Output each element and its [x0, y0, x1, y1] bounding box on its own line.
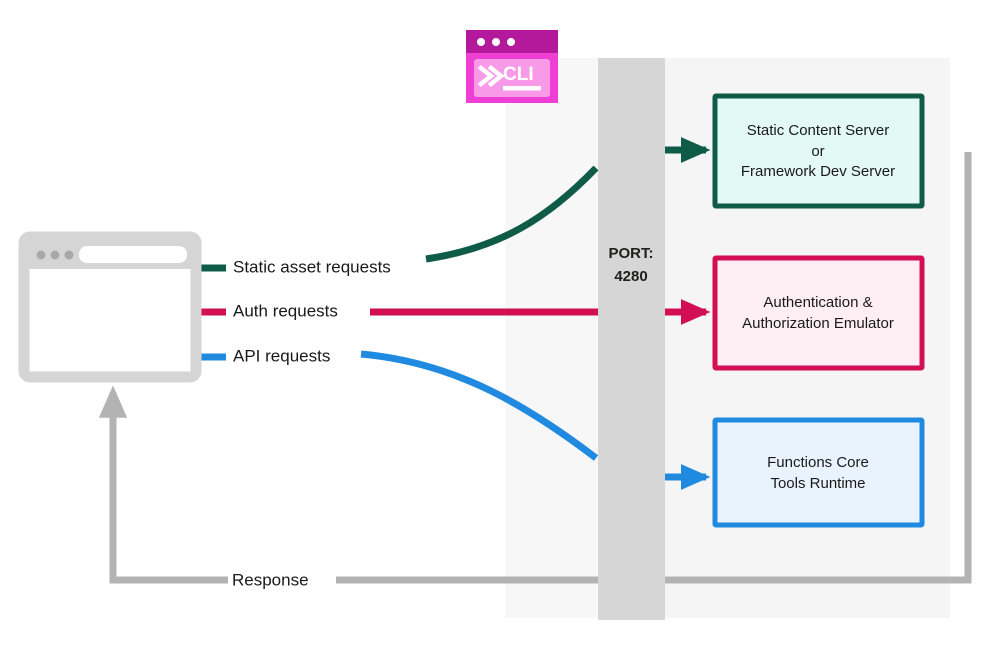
browser-dot-2 [50, 250, 60, 260]
node-return-stubs [922, 145, 972, 475]
functions-runtime-box[interactable] [712, 417, 925, 528]
static-content-server-line-2: or [811, 143, 824, 160]
static-content-server-box[interactable] [712, 93, 925, 209]
functions-runtime-line-1: Functions Core [767, 454, 869, 471]
port-bar [598, 58, 665, 620]
cli-icon-label: CLI [503, 64, 534, 85]
response-label-mask [228, 569, 336, 591]
browser-dot-1 [36, 250, 46, 260]
cli-window-icon[interactable]: CLI [466, 30, 558, 103]
auth-emulator-line-2: Authorization Emulator [742, 315, 894, 332]
cli-icon-dot-3 [507, 38, 515, 46]
response-label-mask-panel [598, 569, 665, 591]
auth-emulator-line-1: Authentication & [763, 294, 872, 311]
flow-auth-requests: Auth requests [196, 299, 711, 325]
node-auth-emulator[interactable]: Authentication & Authorization Emulator [712, 255, 925, 371]
node-static-content-server[interactable]: Static Content Server or Framework Dev S… [712, 93, 925, 209]
flow-api-requests: API requests [196, 346, 711, 490]
cli-prompt-chevron-icon [477, 64, 505, 88]
flow-label-response: Response [232, 570, 309, 589]
port-label-group: PORT: 4280 [609, 245, 654, 285]
functions-runtime-line-2: Tools Runtime [770, 475, 865, 492]
flow-label-api: API requests [233, 346, 330, 365]
cli-icon-dot-2 [492, 38, 500, 46]
node-functions-runtime[interactable]: Functions Core Tools Runtime [712, 417, 925, 528]
browser-frame[interactable] [18, 231, 202, 383]
browser-dot-3 [64, 250, 74, 260]
browser-address-bar[interactable] [79, 246, 187, 263]
browser-window[interactable] [18, 231, 202, 383]
cli-prompt-underline [503, 86, 541, 91]
static-content-server-line-3: Framework Dev Server [741, 163, 895, 180]
flow-label-auth: Auth requests [233, 301, 338, 320]
response-flow: Response [98, 152, 972, 591]
static-flow-curve [425, 165, 599, 263]
response-return-path [98, 152, 972, 584]
port-label-text: PORT: [609, 245, 654, 262]
flow-label-static: Static asset requests [233, 257, 391, 276]
cli-icon-dot-1 [477, 38, 485, 46]
auth-emulator-box[interactable] [712, 255, 925, 371]
static-content-server-line-1: Static Content Server [747, 122, 890, 139]
api-flow-curve [360, 350, 599, 461]
port-number-text: 4280 [614, 268, 647, 285]
